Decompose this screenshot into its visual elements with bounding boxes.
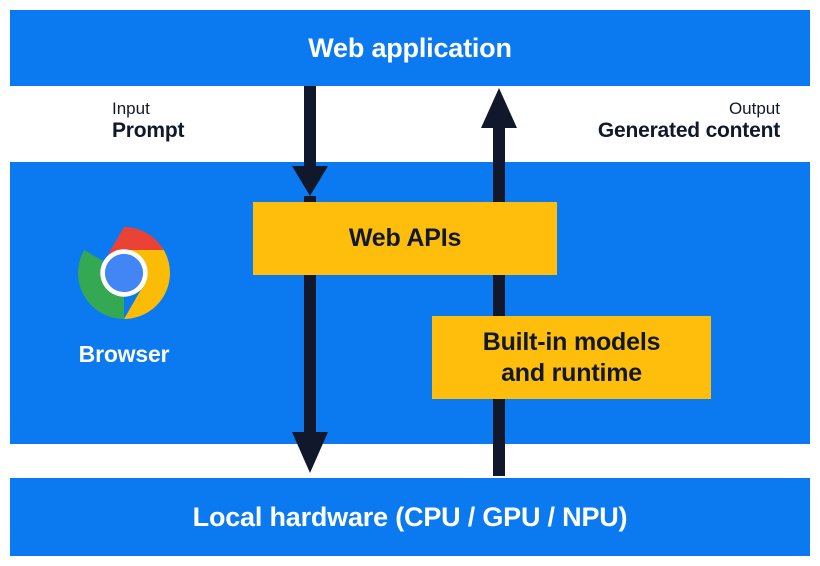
io-output-kind: Output	[728, 99, 780, 118]
io-label-input: Input Prompt	[112, 99, 185, 144]
io-input-kind: Input	[112, 99, 150, 118]
band-local-hardware: Local hardware (CPU / GPU / NPU)	[10, 478, 810, 556]
box-web-apis-label: Web APIs	[348, 224, 462, 252]
box-web-apis: Web APIs	[253, 202, 557, 275]
io-input-value: Prompt	[112, 119, 185, 143]
box-builtin-models-label: Built-in models and runtime	[483, 327, 661, 388]
chrome-logo-icon	[77, 226, 171, 320]
band-web-application: Web application	[10, 10, 810, 86]
band-browser-label: Browser	[78, 341, 170, 367]
band-local-hardware-label: Local hardware (CPU / GPU / NPU)	[192, 502, 628, 532]
io-output-value: Generated content	[597, 119, 780, 143]
box-builtin-models: Built-in models and runtime	[432, 316, 711, 399]
io-label-output: Output Generated content	[598, 99, 780, 144]
box-builtin-models-line2: and runtime	[501, 358, 642, 387]
band-web-application-label: Web application	[308, 33, 512, 63]
box-builtin-models-line1: Built-in models	[482, 328, 661, 356]
